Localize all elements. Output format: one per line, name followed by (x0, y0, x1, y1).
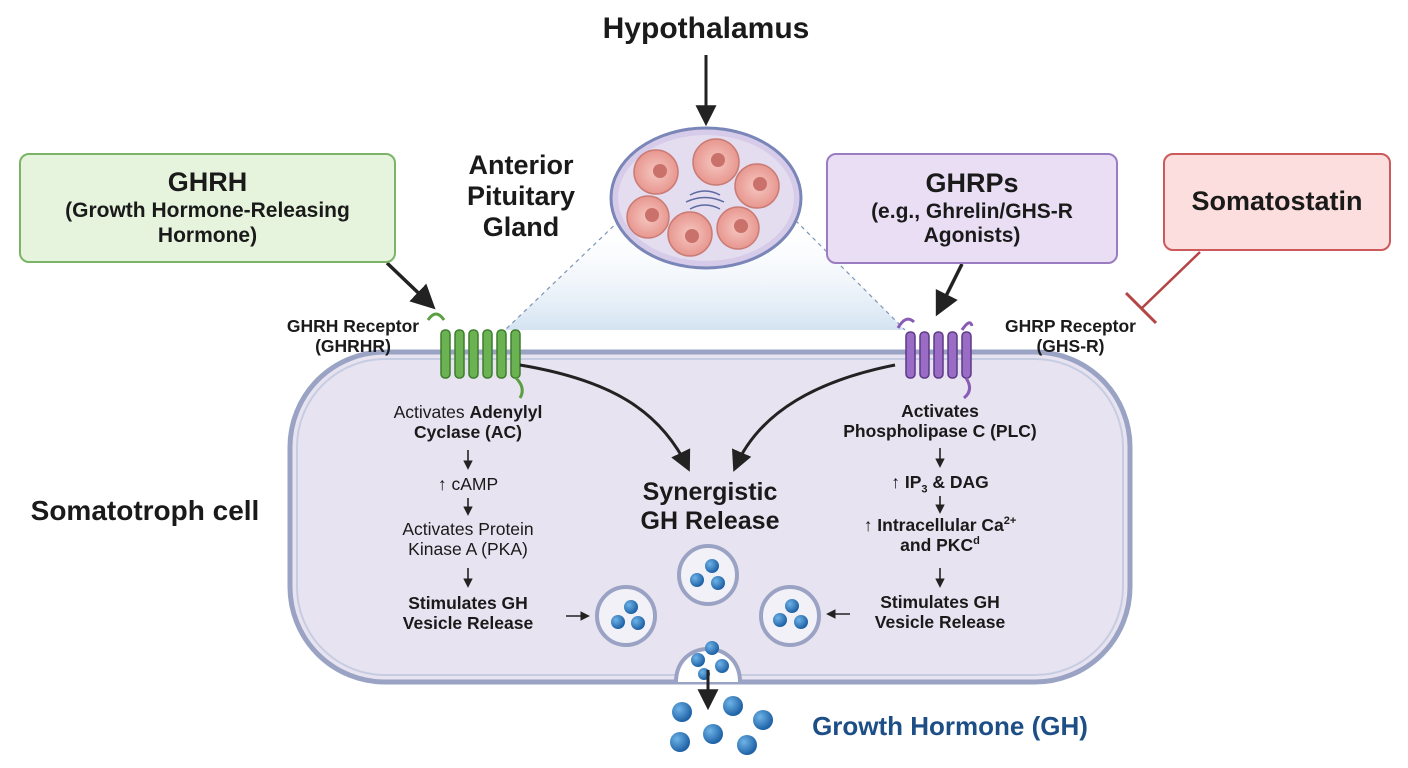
released-gh-molecules (670, 696, 773, 755)
pituitary-gland-illustration (609, 126, 803, 270)
somatostatin-box: Somatostatin (1163, 153, 1391, 251)
right-step-calcium-pkc: ↑ Intracellular Ca2+ and PKCd (863, 515, 1017, 556)
growth-hormone-label: Growth Hormone (GH) (812, 711, 1088, 741)
hypothalamus-title: Hypothalamus (602, 12, 810, 45)
magnification-cone (505, 215, 905, 330)
pituitary-label: Anterior Pituitary Gland (466, 150, 576, 243)
left-synergy-arrow (519, 363, 691, 472)
somatostatin-inhibition-line (1141, 251, 1201, 309)
left-step-vesicle-release: Stimulates GH Vesicle Release (402, 593, 534, 634)
somatotroph-cell-label: Somatotroph cell (30, 495, 260, 526)
vesicle-left (595, 585, 657, 647)
left-step-adenylyl-cyclase: Activates Adenylyl Cyclase (AC) (393, 402, 543, 443)
ghrps-box: GHRPs (e.g., Ghrelin/GHS-R Agonists) (826, 153, 1118, 264)
vesicle-center (677, 544, 739, 606)
ghrh-to-receptor-arrow (385, 261, 436, 310)
synergistic-release-label: Synergistic GH Release (640, 478, 780, 535)
right-step-plc: Activates Phospholipase C (PLC) (843, 401, 1037, 442)
right-step-ip3-dag: ↑ IP3 & DAG (891, 472, 989, 496)
ghrh-box: GHRH (Growth Hormone-Releasing Hormone) (19, 153, 396, 263)
ghrp-receptor-icon (896, 317, 974, 400)
left-step-pka: Activates Protein Kinase A (PKA) (402, 519, 534, 560)
ghrh-receptor-icon (426, 312, 524, 399)
ghrp-to-receptor-arrow (935, 263, 964, 317)
exocytosis-vesicle (674, 641, 742, 711)
right-step-vesicle-release: Stimulates GH Vesicle Release (874, 592, 1006, 633)
left-step-camp: ↑ cAMP (437, 474, 499, 494)
left-pathway-arrows (463, 450, 590, 621)
ghrh-receptor-label: GHRH Receptor (GHRHR) (286, 316, 420, 357)
right-synergy-arrow (732, 363, 896, 472)
right-pathway-arrows (826, 448, 945, 619)
vesicle-right (759, 585, 821, 647)
ghrp-receptor-label: GHRP Receptor (GHS-R) (1005, 316, 1136, 357)
